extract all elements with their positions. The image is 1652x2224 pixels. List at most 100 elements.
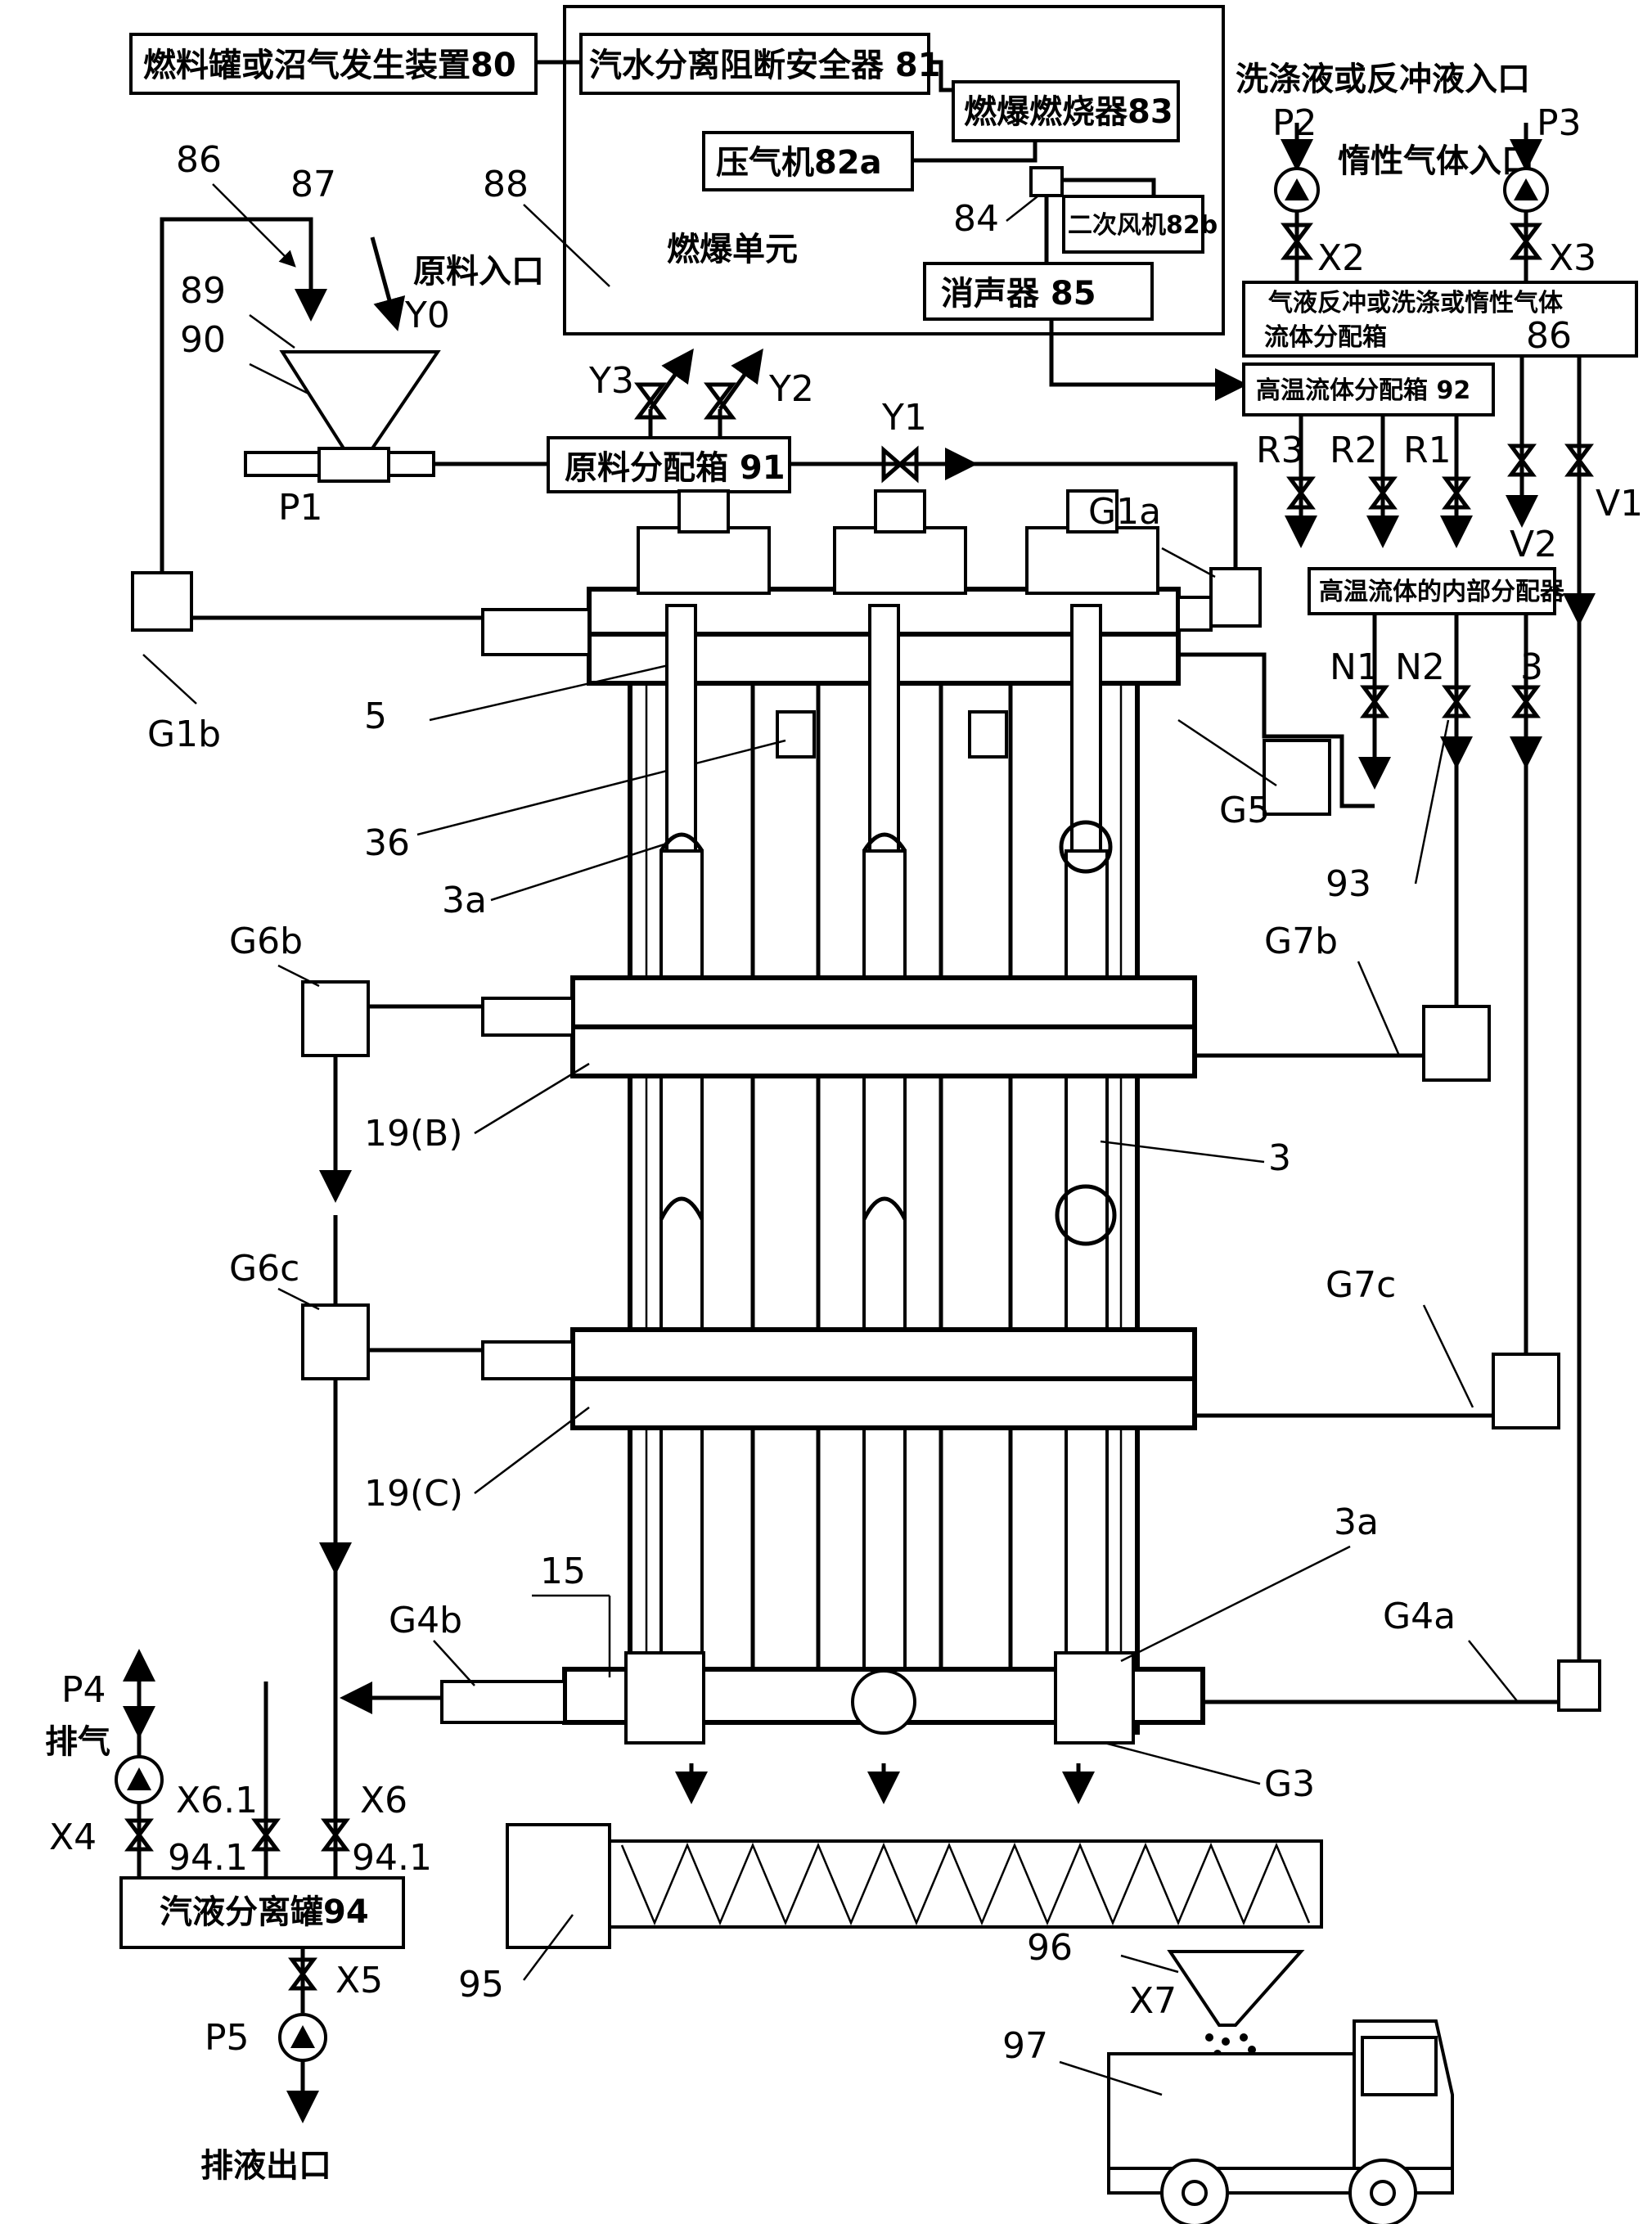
label-P4: P4 <box>61 1669 106 1711</box>
valve-V2 <box>1507 443 1537 477</box>
reactor-tube-1 <box>659 604 704 1728</box>
valve-N1 <box>1360 685 1389 718</box>
label-86-left: 86 <box>176 139 222 181</box>
label-19B: 19(B) <box>364 1113 463 1155</box>
feed-system: 86 87 原料入口 89 90 Y0 P1 原料分配箱 91 Y3 Y2 <box>160 139 1238 573</box>
label-X7: X7 <box>1129 1980 1177 2022</box>
label-P1: P1 <box>278 487 323 529</box>
label-N3: 3 <box>1520 646 1543 688</box>
muffler-85 <box>923 262 1154 321</box>
label-X3: X3 <box>1549 237 1596 279</box>
fuel-tank-80 <box>129 33 538 95</box>
valve-X5 <box>288 1957 317 1991</box>
reactor-tube-3 <box>1055 604 1117 1728</box>
label-G7c: G7c <box>1326 1264 1396 1306</box>
fluid-distributor-86-num: 86 <box>1526 315 1572 357</box>
valve-N3 <box>1511 685 1541 718</box>
fan-82b <box>1062 195 1204 254</box>
burner-83-text: 燃爆燃烧器83 <box>964 93 1173 131</box>
label-97: 97 <box>1002 2025 1048 2067</box>
label-X4: X4 <box>49 1817 97 1858</box>
wash-inlet-text: 洗涤液或反冲液入口 <box>1236 61 1530 98</box>
valve-R1 <box>1442 476 1471 510</box>
combustion-unit-label: 燃爆单元 <box>667 231 798 268</box>
label-N1: N1 <box>1330 646 1380 688</box>
burner-83 <box>952 80 1180 142</box>
label-5: 5 <box>364 696 387 737</box>
truck-97 <box>1107 2019 1454 2224</box>
label-88: 88 <box>483 164 529 205</box>
label-X5: X5 <box>335 1960 383 2001</box>
valve-Y3 <box>634 382 667 420</box>
label-15: 15 <box>540 1551 586 1592</box>
label-X2: X2 <box>1317 237 1365 279</box>
valve-X6.1 <box>251 1818 281 1852</box>
gas-liquid-separator-94-text: 汽液分离罐94 <box>160 1893 369 1931</box>
label-X6: X6 <box>360 1780 407 1821</box>
chamber-19B-lower <box>570 1024 1197 1078</box>
valve-Y1 <box>881 445 919 484</box>
label-G1a: G1a <box>1088 491 1161 533</box>
label-N2: N2 <box>1395 646 1445 688</box>
gas-liquid-separator-94 <box>119 1876 405 1949</box>
label-P3: P3 <box>1537 102 1582 144</box>
label-94.1-left: 94.1 <box>168 1837 248 1879</box>
muffler-85-text: 消声器 85 <box>941 275 1096 313</box>
label-G5: G5 <box>1219 790 1270 831</box>
inert-inlet-text: 惰性气体入口 <box>1338 142 1534 180</box>
hot-distributor-92-text: 高温流体分配箱 92 <box>1256 376 1470 405</box>
fan-82b-text: 二次风机82b <box>1068 211 1218 240</box>
label-93: 93 <box>1326 863 1371 905</box>
feed-screw-body <box>317 447 390 483</box>
label-94.1-right: 94.1 <box>352 1837 432 1879</box>
fluid-distributor-86 <box>1242 281 1638 358</box>
compressor-82a-text: 压气机82a <box>716 144 882 182</box>
label-Y1: Y1 <box>881 397 927 439</box>
reactor-tube-2 <box>862 604 907 1728</box>
label-R2: R2 <box>1330 430 1378 471</box>
valve-N2 <box>1442 685 1471 718</box>
label-Y3: Y3 <box>588 360 634 402</box>
label-G1b: G1b <box>147 714 221 755</box>
label-G3: G3 <box>1264 1763 1315 1805</box>
label-89: 89 <box>180 270 226 312</box>
label-95: 95 <box>458 1964 504 2006</box>
label-36: 36 <box>364 822 410 864</box>
label-P2: P2 <box>1272 102 1317 144</box>
inner-distributor-text: 高温流体的内部分配器 <box>1319 578 1565 606</box>
label-3a-bottom: 3a <box>1334 1501 1379 1543</box>
fluid-distributor-86-line1: 气液反冲或洗涤或惰性气体 <box>1268 289 1564 317</box>
pillar-36 <box>776 710 816 759</box>
chamber-19C-lower <box>570 1376 1197 1430</box>
label-G4a: G4a <box>1383 1596 1456 1637</box>
exhaust-text: 排气 <box>45 1723 110 1761</box>
inner-distributor <box>1308 567 1556 615</box>
label-96: 96 <box>1027 1927 1073 1969</box>
label-Y0: Y0 <box>404 295 450 336</box>
valve-X4 <box>124 1818 154 1852</box>
connector-84 <box>1029 166 1064 197</box>
valve-Y2 <box>704 382 736 420</box>
label-P5: P5 <box>205 2017 250 2059</box>
raw-distributor-91-text: 原料分配箱 91 <box>565 449 785 487</box>
combustion-unit: 燃爆单元 88 燃料罐或沼气发生装置80 汽水分离阻断安全器 81 燃爆燃烧器8… <box>129 5 1248 401</box>
hopper-96 <box>1167 1950 1305 2027</box>
chamber-19B-upper <box>570 975 1197 1029</box>
drain-outlet-text: 排液出口 <box>200 2147 331 2185</box>
separator-94-system: P4 排气 X4 X6.1 X6 94.1 94.1 汽液分离罐94 X5 P5… <box>45 1649 432 2185</box>
valve-X2 <box>1281 223 1313 260</box>
nozzles: G1b G1a G5 93 G6b G6c G7b <box>131 491 1601 1724</box>
label-V2: V2 <box>1510 524 1557 565</box>
label-G4b: G4b <box>389 1600 462 1641</box>
chamber-19C-upper <box>570 1327 1197 1381</box>
label-90: 90 <box>180 319 226 361</box>
label-84: 84 <box>953 198 999 240</box>
label-X6.1: X6.1 <box>176 1780 258 1821</box>
label-Y2: Y2 <box>768 368 814 410</box>
separator-81-text: 汽水分离阻断安全器 81 <box>589 47 941 84</box>
valve-R2 <box>1368 476 1398 510</box>
discharge-system: 95 96 X7 97 <box>458 1763 1454 2224</box>
valve-X6 <box>321 1818 350 1852</box>
valve-V1 <box>1564 443 1594 477</box>
